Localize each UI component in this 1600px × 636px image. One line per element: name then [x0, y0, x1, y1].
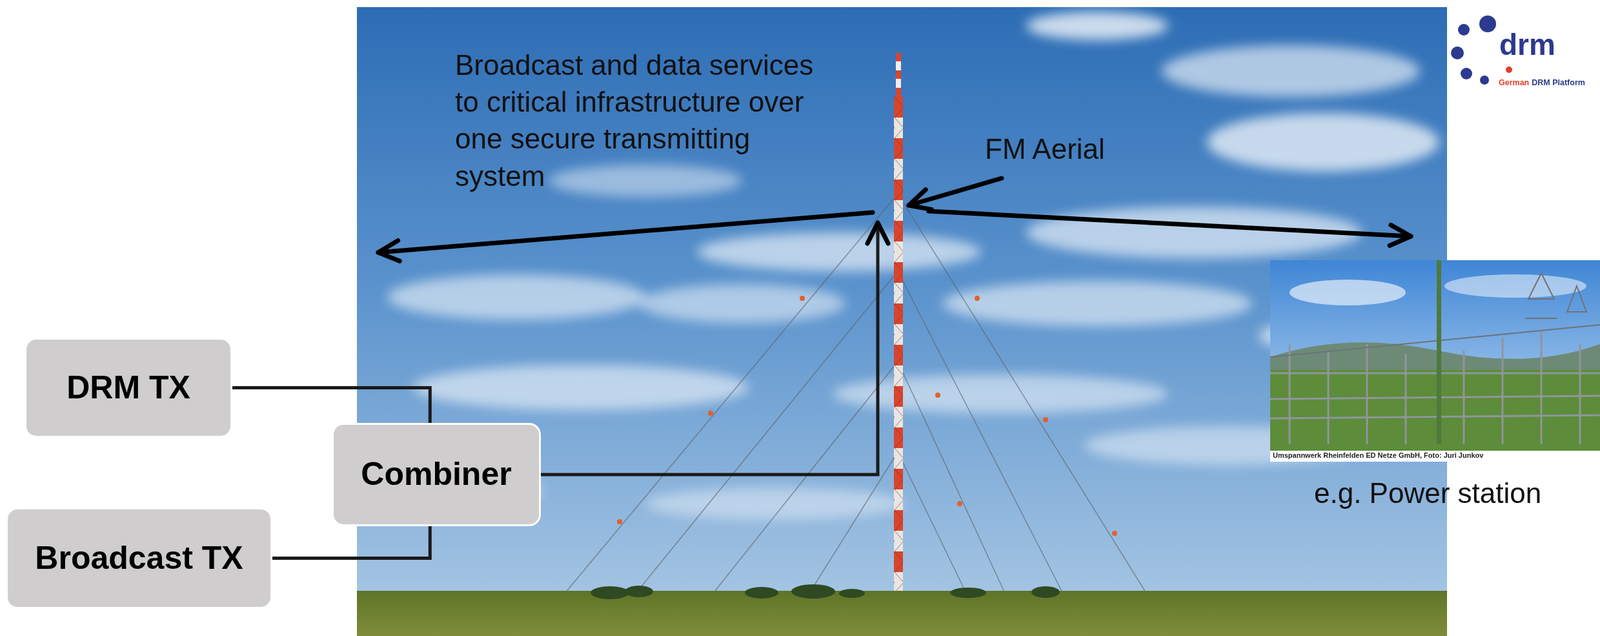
image-caption: e.g. Power station: [1314, 476, 1542, 511]
logo-text: drm: [1499, 29, 1556, 60]
box-label: Combiner: [360, 455, 512, 494]
box-label: Broadcast TX: [34, 539, 243, 578]
transmitter-box: Broadcast TX: [5, 507, 273, 609]
box-label: DRM TX: [66, 369, 191, 407]
logo-subtitle: DRM Platform: [1531, 78, 1586, 88]
signal-line: [232, 387, 430, 424]
feed-line: [540, 222, 878, 475]
logo-subtitle: German: [1498, 78, 1530, 88]
callout-label: FM Aerial: [984, 132, 1105, 167]
power-station-photo: [1270, 260, 1600, 462]
headline-text: Broadcast and data services to critical …: [455, 46, 830, 195]
photo-credit: Umspannwerk Rheinfelden ED Netze GmbH, F…: [1272, 451, 1484, 460]
signal-line: [272, 526, 430, 559]
transmitter-box: Combiner: [331, 422, 541, 527]
transmitter-box: DRM TX: [24, 337, 233, 438]
